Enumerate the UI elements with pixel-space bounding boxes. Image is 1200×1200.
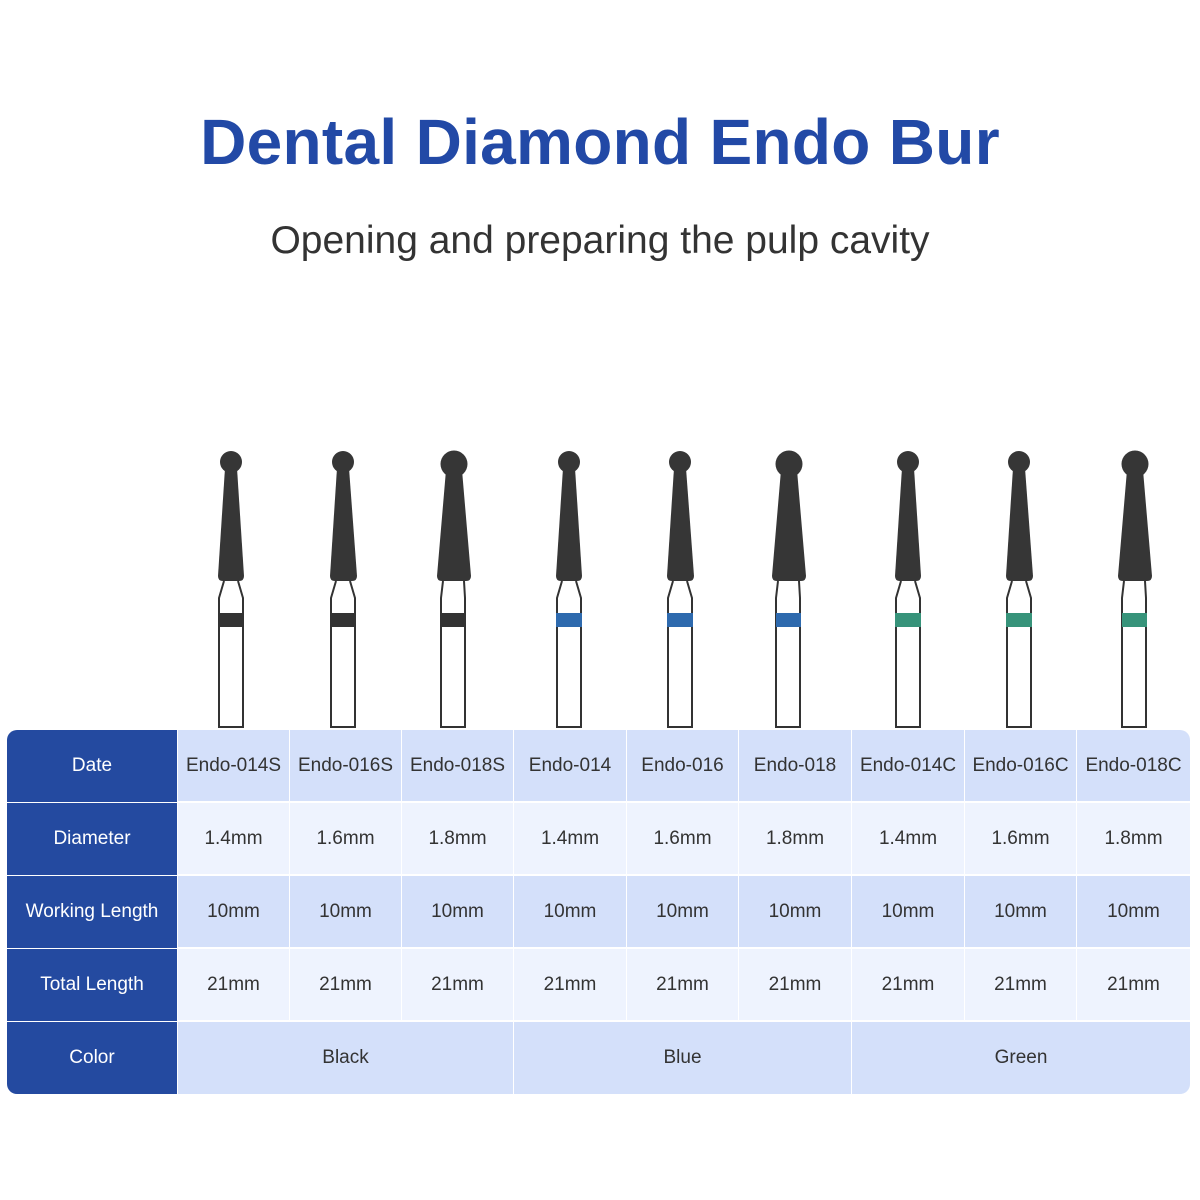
table-cell: 10mm	[964, 876, 1076, 948]
table-cell: 1.8mm	[1076, 803, 1190, 875]
table-cell: 10mm	[1076, 876, 1190, 948]
table-cell: 1.6mm	[289, 803, 401, 875]
black-band-bur-icon	[437, 450, 471, 728]
row-header: Total Length	[7, 949, 177, 1022]
table-cell: 1.6mm	[626, 803, 738, 875]
table-cell: 21mm	[401, 949, 513, 1021]
table-cell: 1.8mm	[401, 803, 513, 875]
table-cell: 21mm	[626, 949, 738, 1021]
table-row-color: Color Black Blue Green	[7, 1022, 1190, 1094]
table-cell-blue: Blue	[513, 1022, 851, 1094]
black-band-bur-icon	[330, 451, 357, 728]
table-cell: 1.6mm	[964, 803, 1076, 875]
table-cell: 1.4mm	[513, 803, 626, 875]
table-cell: 21mm	[1076, 949, 1190, 1021]
row-header: Date	[7, 730, 177, 803]
table-cell: Endo-018C	[1076, 730, 1190, 802]
green-band-bur-icon	[1118, 450, 1152, 728]
table-cell-green: Green	[851, 1022, 1190, 1094]
row-header: Working Length	[7, 876, 177, 949]
table-cell: Endo-016S	[289, 730, 401, 802]
blue-band-bur-icon	[556, 451, 582, 728]
table-cell: 10mm	[401, 876, 513, 948]
spec-table: Date Endo-014S Endo-016S Endo-018S Endo-…	[7, 730, 1190, 1094]
table-cell: 10mm	[177, 876, 289, 948]
table-cell: 21mm	[513, 949, 626, 1021]
table-row-working-length: Working Length 10mm 10mm 10mm 10mm 10mm …	[7, 876, 1190, 949]
table-cell: Endo-016	[626, 730, 738, 802]
row-header: Color	[7, 1022, 177, 1094]
table-cell: 10mm	[626, 876, 738, 948]
table-cell: 21mm	[289, 949, 401, 1021]
table-cell: 10mm	[738, 876, 851, 948]
table-cell: 10mm	[289, 876, 401, 948]
table-cell: Endo-016C	[964, 730, 1076, 802]
green-band-bur-icon	[1006, 451, 1033, 728]
table-cell-black: Black	[177, 1022, 513, 1094]
table-cell: 21mm	[851, 949, 964, 1021]
table-cell: 1.4mm	[177, 803, 289, 875]
table-cell: Endo-014C	[851, 730, 964, 802]
blue-band-bur-icon	[667, 451, 694, 728]
blue-band-bur-icon	[772, 450, 806, 728]
table-cell: 21mm	[738, 949, 851, 1021]
row-header: Diameter	[7, 803, 177, 876]
table-cell: 10mm	[513, 876, 626, 948]
table-cell: Endo-018S	[401, 730, 513, 802]
black-band-bur-icon	[218, 451, 244, 728]
table-cell: 1.8mm	[738, 803, 851, 875]
table-cell: 21mm	[177, 949, 289, 1021]
green-band-bur-icon	[895, 451, 921, 728]
table-cell: Endo-018	[738, 730, 851, 802]
table-row-date: Date Endo-014S Endo-016S Endo-018S Endo-…	[7, 730, 1190, 803]
table-cell: 21mm	[964, 949, 1076, 1021]
table-row-total-length: Total Length 21mm 21mm 21mm 21mm 21mm 21…	[7, 949, 1190, 1022]
table-cell: 1.4mm	[851, 803, 964, 875]
page-subtitle: Opening and preparing the pulp cavity	[270, 219, 930, 262]
table-row-diameter: Diameter 1.4mm 1.6mm 1.8mm 1.4mm 1.6mm 1…	[7, 803, 1190, 876]
table-cell: Endo-014	[513, 730, 626, 802]
table-cell: 10mm	[851, 876, 964, 948]
table-cell: Endo-014S	[177, 730, 289, 802]
page-title: Dental Diamond Endo Bur	[200, 106, 1000, 178]
